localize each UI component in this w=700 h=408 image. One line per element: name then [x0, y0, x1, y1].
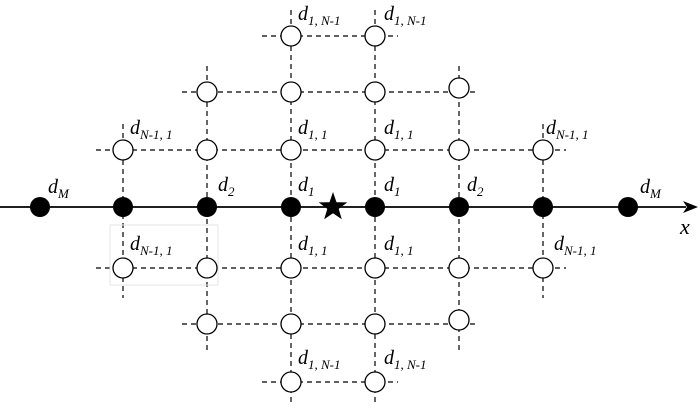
label-dN11-lower-right: dN-1, 1 — [554, 233, 597, 258]
filled-element — [281, 197, 301, 217]
open-element — [280, 25, 302, 47]
label-d1-right: d1 — [384, 174, 401, 199]
open-element — [280, 313, 302, 335]
label-d11-upper-right: d1, 1 — [384, 117, 414, 142]
x-axis: x — [0, 201, 698, 239]
filled-element — [533, 197, 553, 217]
label-dN11-upper-right: dN-1, 1 — [546, 117, 589, 142]
filled-element — [365, 197, 385, 217]
open-element — [448, 257, 470, 279]
open-element — [364, 81, 386, 103]
label-dN11-lower-left: dN-1, 1 — [130, 233, 173, 258]
label-d11-upper-left: d1, 1 — [298, 117, 328, 142]
label-d1-left: d1 — [298, 174, 315, 199]
open-element — [364, 257, 386, 279]
filled-element — [113, 197, 133, 217]
open-element — [280, 139, 302, 161]
open-element — [196, 257, 218, 279]
open-element — [112, 257, 134, 279]
open-element — [364, 139, 386, 161]
open-circles — [112, 25, 554, 393]
open-element — [364, 313, 386, 335]
filled-element — [449, 197, 469, 217]
label-dM-left: dM — [48, 176, 70, 201]
open-element — [448, 309, 470, 331]
open-element — [196, 139, 218, 161]
open-element — [196, 313, 218, 335]
label-d1N1-bottom-left: d1, N-1 — [298, 347, 341, 372]
open-element — [532, 139, 554, 161]
open-element — [532, 257, 554, 279]
filled-circles — [30, 197, 638, 217]
label-d11-lower-left: d1, 1 — [298, 233, 328, 258]
x-axis-label: x — [679, 214, 690, 239]
open-element — [280, 371, 302, 393]
filled-element — [197, 197, 217, 217]
open-element — [280, 81, 302, 103]
labels: dM d2 d1 d1 d2 dM d1, N-1 d1, N-1 d1, N-… — [48, 3, 662, 372]
open-element — [448, 139, 470, 161]
open-element — [448, 77, 470, 99]
open-element — [280, 257, 302, 279]
open-element — [364, 25, 386, 47]
label-d2-right: d2 — [467, 174, 484, 199]
label-d1N1-top-right: d1, N-1 — [384, 3, 427, 28]
label-d2-left: d2 — [218, 174, 235, 199]
label-d11-lower-right: d1, 1 — [384, 233, 414, 258]
x-axis-arrowhead — [683, 201, 698, 213]
filled-element — [618, 197, 638, 217]
center-star-icon — [318, 192, 348, 220]
faint-box — [109, 224, 219, 286]
open-element — [364, 371, 386, 393]
open-element — [196, 81, 218, 103]
filled-element — [30, 197, 50, 217]
label-dM-right: dM — [640, 176, 662, 201]
open-element — [112, 139, 134, 161]
label-d1N1-top-left: d1, N-1 — [298, 3, 341, 28]
label-dN11-upper-left: dN-1, 1 — [130, 117, 173, 142]
label-d1N1-bottom-right: d1, N-1 — [384, 347, 427, 372]
